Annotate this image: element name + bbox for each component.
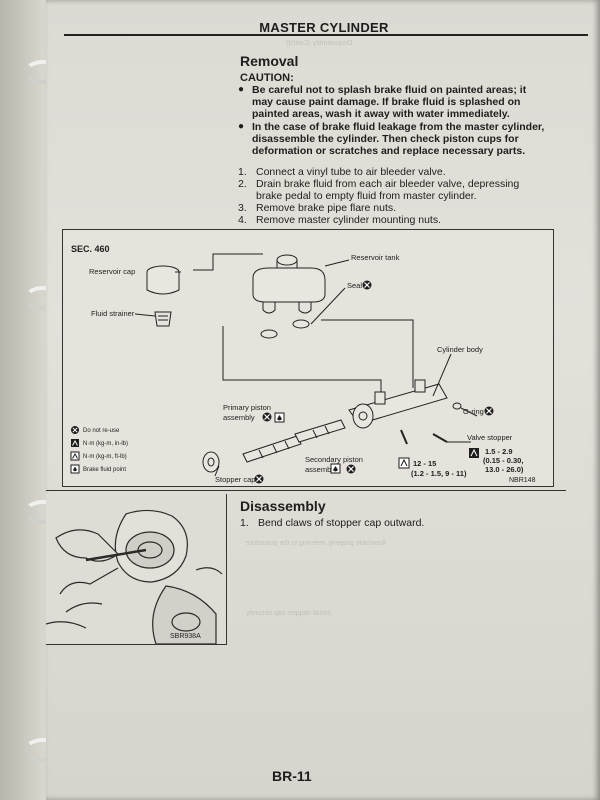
torque-range-2b: 13.0 - 26.0) [485,465,524,474]
o-ring-drawing [452,402,462,410]
removal-steps: 1. Connect a vinyl tube to air bleeder v… [238,166,548,226]
seal-drawing [292,319,310,329]
removal-step: 4. Remove master cylinder mounting nuts. [238,214,548,226]
reservoir-tank-drawing [252,267,326,303]
show-through-text: Assemble properly, referring to the proc… [246,540,387,547]
label-primary-piston-assembly: assembly [223,413,255,422]
label-o-ring: O-ring [463,407,484,416]
photo-code: SBR938A [170,633,201,640]
reservoir-tank-neck [276,254,298,266]
manual-page: Disassembly (Cont'd) Assemble properly, … [46,0,600,800]
valve-stopper-drawing [432,433,448,443]
section-divider [46,490,566,491]
label-primary-piston: Primary piston [223,403,271,412]
step-number: 1. [240,517,249,529]
torque-in-lb-icon [71,439,79,447]
bullet-text: Be careful not to splash brake fluid on … [252,84,527,120]
do-not-reuse-icon [484,406,494,416]
legend-do-not-reuse: Do not re-use [83,428,120,434]
legend-brake-fluid-point: Brake fluid point [83,467,126,473]
label-seal: Seal [347,281,362,290]
do-not-reuse-icon [262,412,272,422]
label-valve-stopper: Valve stopper [467,433,513,442]
section-number: SEC. 460 [71,244,110,254]
disassembly-step: 1. Bend claws of stopper cap outward. [240,517,424,529]
seal-drawing [260,329,278,339]
bullet-text: In the case of brake fluid leakage from … [252,121,545,157]
reservoir-cap-body [146,272,180,295]
fluid-strainer-drawing [154,311,172,327]
caution-label: CAUTION: [240,72,294,84]
brake-fluid-point-icon [330,463,341,474]
bullet-icon: ● [238,121,245,132]
page-header-title: MASTER CYLINDER [259,20,389,35]
caution-bullets: ● Be careful not to splash brake fluid o… [238,84,546,158]
step-number: 2. [238,178,247,190]
removal-heading: Removal [240,53,299,69]
torque-in-lb-icon [469,448,479,458]
do-not-reuse-icon [346,464,356,474]
secondary-piston-drawing [294,419,346,443]
step-text: Bend claws of stopper cap outward. [258,517,425,529]
removal-step: 3. Remove brake pipe flare nuts. [238,202,548,214]
step-number: 1. [238,166,247,178]
label-fluid-strainer: Fluid strainer [91,309,135,318]
primary-piston-drawing [242,435,302,463]
header-rule [64,34,588,36]
step-text: Connect a vinyl tube to air bleeder valv… [256,166,446,178]
legend-nm-ft-lb: N·m (kg-m, ft-lb) [83,454,127,460]
torque-range-1: (1.2 - 1.5, 9 - 11) [411,469,467,478]
symbol-legend: Do not re-use N·m (kg-m, in-lb) N·m (kg-… [70,426,128,474]
do-not-reuse-icon [254,474,264,484]
figure-code: NBR148 [509,477,536,484]
step-number: 3. [238,202,247,214]
brake-fluid-point-icon [274,412,285,423]
exploded-view-drawing: SEC. 460 Reservoir cap Fluid strainer Re… [70,244,536,484]
stopper-cap-illustration: SBR938A [46,494,227,645]
page-number: BR-11 [272,768,312,784]
label-cylinder-body: Cylinder body [437,345,483,354]
removal-step: 2. Drain brake fluid from each air bleed… [238,178,548,202]
step-text: Remove brake pipe flare nuts. [256,202,397,214]
do-not-reuse-icon [362,280,372,290]
caution-bullet: ● In the case of brake fluid leakage fro… [238,121,546,157]
step-text: Remove master cylinder mounting nuts. [256,214,441,226]
torque-ft-lb-icon [70,451,80,461]
torque-value-1: 12 - 15 [413,459,436,468]
removal-step: 1. Connect a vinyl tube to air bleeder v… [238,166,548,178]
stopper-cap-drawing [202,451,220,473]
hand-tool-drawing: SBR938A [46,509,223,644]
label-secondary-piston: Secondary piston [305,455,363,464]
step-number: 4. [238,214,247,226]
label-stopper-cap: Stopper cap [215,475,255,484]
step-text: Drain brake fluid from each air bleeder … [256,178,520,202]
show-through-text: Disassembly (Cont'd) [286,40,353,47]
bullet-icon: ● [238,84,245,95]
caution-bullet: ● Be careful not to splash brake fluid o… [238,84,546,120]
exploded-view-figure: SEC. 460 Reservoir cap Fluid strainer Re… [62,229,554,487]
label-reservoir-cap: Reservoir cap [89,267,135,276]
torque-range-2a: (0.15 - 0.30, [483,456,523,465]
legend-nm-in-lb: N·m (kg-m, in-lb) [83,441,128,447]
torque-value-2: 1.5 - 2.9 [485,447,513,456]
label-secondary-piston-assembly: assembly [305,465,337,474]
disassembly-heading: Disassembly [240,498,326,514]
show-through-text: Install stopper cap securely [246,610,331,617]
torque-ft-lb-icon [398,457,410,469]
label-reservoir-tank: Reservoir tank [351,253,400,262]
